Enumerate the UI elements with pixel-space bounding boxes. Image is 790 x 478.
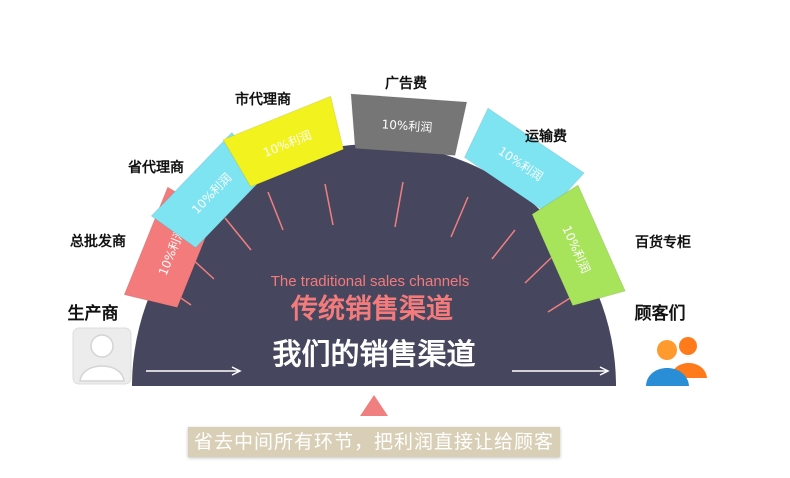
title-ours: 我们的销售渠道 [272, 337, 475, 371]
ray-line [491, 229, 516, 260]
segment-label: 运输费 [525, 128, 567, 145]
segment-label: 市代理商 [235, 91, 291, 108]
person-silhouette-icon [72, 327, 132, 385]
segment-shape [222, 95, 345, 188]
left-arrow [146, 366, 242, 376]
ray-line [324, 183, 334, 226]
ray-line [224, 217, 252, 251]
segment-block: 10%利润 [350, 93, 468, 156]
right-arrow [512, 366, 610, 376]
segment-block: 10%利润 [531, 184, 626, 307]
segment-label: 省代理商 [127, 159, 184, 176]
segment-label: 百货专柜 [635, 234, 691, 251]
segment-profit-text: 10%利润 [381, 117, 433, 135]
segment-label: 广告费 [385, 75, 427, 92]
ray-line [450, 196, 469, 238]
customers-group-icon [646, 337, 707, 386]
title-traditional: 传统销售渠道 [290, 293, 453, 325]
label-producer: 生产商 [68, 303, 119, 324]
triangle-up-icon [360, 395, 388, 416]
segment-label: 总批发商 [70, 233, 126, 250]
caption-banner: 省去中间所有环节，把利润直接让给顾客 [188, 427, 560, 457]
dome-semicircle [132, 144, 616, 386]
segment-shape [350, 93, 468, 156]
ray-line [267, 191, 284, 231]
subtitle-english: The traditional sales channels [271, 273, 469, 290]
ray-line [524, 256, 553, 284]
ray-line [394, 181, 404, 228]
segment-block: 10%利润 [222, 95, 345, 188]
label-customers: 顾客们 [635, 303, 686, 324]
segment-shape [531, 184, 626, 307]
